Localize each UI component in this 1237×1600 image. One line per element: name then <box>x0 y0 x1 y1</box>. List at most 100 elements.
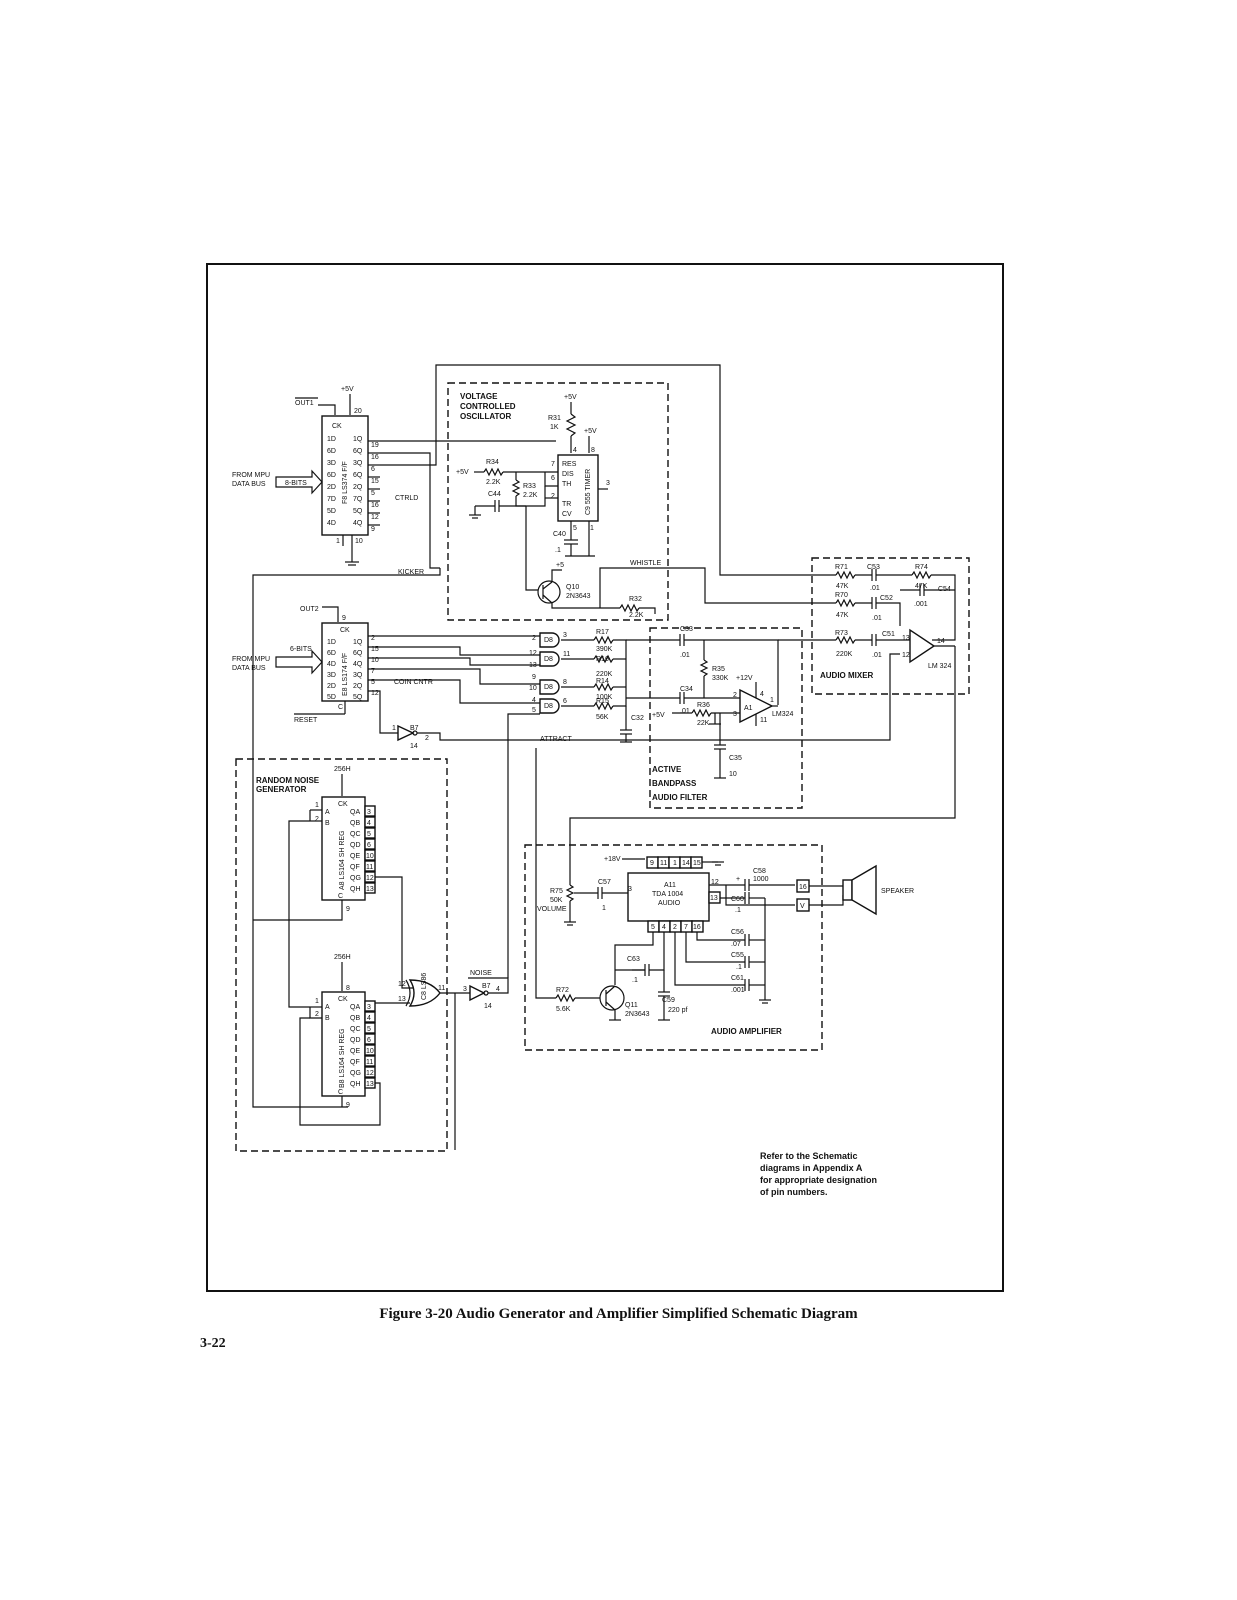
vco-pin-label: TH <box>562 481 571 488</box>
latch-f8-out-pin: 16 <box>371 454 379 461</box>
c52b-value: .001 <box>914 601 928 608</box>
reg-a8-in-pin: 2 <box>315 816 319 823</box>
latch-f8-gnd-pin: 1 <box>336 538 340 545</box>
bandpass-box <box>649 627 803 809</box>
vco-pin-label: DIS <box>562 471 574 478</box>
mixing-resistors: R17 390K R16 220K R14 100K R15 56K C32 <box>561 629 644 743</box>
c57-value: 1 <box>602 905 606 912</box>
r75-volume: VOLUME <box>537 906 567 913</box>
c58-label: C58 <box>753 868 766 875</box>
latch-f8-d-pin: 5D <box>327 508 336 515</box>
mixer-pin: 13 <box>902 635 910 642</box>
reg-a8-pin-clr: 9 <box>346 906 350 913</box>
latch-e8-d-pin: 5D <box>327 694 336 701</box>
reg-a8-q: QF <box>350 864 360 871</box>
r16-value: 220K <box>596 671 613 678</box>
nand-pin: 8 <box>563 679 567 686</box>
c59-label: C59 <box>662 997 675 1004</box>
xor-pin: 13 <box>398 996 406 1003</box>
c51-value: .01 <box>872 652 882 659</box>
mixer-box <box>811 557 970 695</box>
bandpass-pin: 11 <box>760 717 767 724</box>
c51-label: C51 <box>882 631 895 638</box>
nand-pin: 6 <box>563 698 567 705</box>
noise-inverter-pin: 3 <box>463 986 467 993</box>
latch-f8-ctrld: CTRLD <box>395 495 418 502</box>
reg-a8-out-pin: 5 <box>367 831 371 838</box>
r35-value: 330K <box>712 675 729 682</box>
vco-r32-value: 2.2K <box>629 612 644 619</box>
latch-e8-part: E8 LS174 F/F <box>342 653 349 696</box>
attract-label: ATTRACT <box>540 736 572 743</box>
reg-a8-input: A <box>325 809 330 816</box>
reg-b8-q: QE <box>350 1048 360 1055</box>
mixer-pin: 14 <box>937 638 945 645</box>
c53-value: .01 <box>870 585 880 592</box>
vco-whistle: WHISTLE <box>630 560 661 567</box>
r17-value: 390K <box>596 646 613 653</box>
mixer-pin: 12 <box>902 652 910 659</box>
nand-pin: 10 <box>529 685 537 692</box>
reg-a8-q: QE <box>350 853 360 860</box>
c55-value: .1 <box>736 964 742 971</box>
vco-r34-label: R34 <box>486 459 499 466</box>
r35-label: R35 <box>712 666 725 673</box>
r15-value: 56K <box>596 714 609 721</box>
r73-label: R73 <box>835 630 848 637</box>
amp-title: AUDIO AMPLIFIER <box>711 1027 782 1036</box>
vco-box <box>447 382 669 621</box>
vco-r33-label: R33 <box>523 483 536 490</box>
vco-r32-label: R32 <box>629 596 642 603</box>
vco-pin-num: 4 <box>573 447 577 454</box>
latch-f8-d-pin: 3D <box>327 460 336 467</box>
reg-b8-q: QF <box>350 1059 360 1066</box>
nand-gate-label: D8 <box>544 637 553 644</box>
r72-label: R72 <box>556 987 569 994</box>
reg-b8-out-pin: 11 <box>366 1059 373 1066</box>
noise-title-1: RANDOM NOISE <box>256 776 320 785</box>
latch-f8-input-label-2: DATA BUS <box>232 481 266 488</box>
latch-e8-reset: RESET <box>294 717 318 724</box>
reg-a8-q: QC <box>350 831 361 838</box>
reg-b8-q: QA <box>350 1004 360 1011</box>
amp-pin: 2 <box>673 924 677 931</box>
latch-e8-input-label-1: FROM MPU <box>232 656 270 663</box>
latch-f8-part: F8 LS374 F/F <box>342 461 349 504</box>
note-line: for appropriate designation <box>760 1175 877 1185</box>
xor-pin: 12 <box>398 981 406 988</box>
reg-b8-pin-ck: 8 <box>346 985 350 992</box>
latch-e8-out-pin: 12 <box>371 690 379 697</box>
reg-a8-q: QB <box>350 820 360 827</box>
latch-e8-out-pin: 10 <box>371 657 379 664</box>
reg-b8-q: QG <box>350 1070 361 1077</box>
latch-e8-q-pin: 1Q <box>353 639 363 646</box>
bandpass-pin: 1 <box>770 697 774 704</box>
vco: VOLTAGE CONTROLLED OSCILLATOR +5V R31 1K… <box>456 392 812 619</box>
latch-e8-coin: COIN CNTR <box>394 679 433 686</box>
c59-value: 220 pf <box>668 1007 688 1014</box>
amp-top-pin: 11 <box>660 860 667 867</box>
vco-c44-label: C44 <box>488 491 501 498</box>
noise-inverter-pin: 14 <box>484 1003 492 1010</box>
amp-top-pin: 14 <box>682 860 690 867</box>
c63-label: C63 <box>627 956 640 963</box>
reg-a8-clr: C <box>338 893 343 900</box>
latch-f8-bus: 8-BITS <box>285 480 307 487</box>
c60-value: .1 <box>735 907 741 914</box>
vco-pin-num: 6 <box>551 475 555 482</box>
latch-e8-d-pin: 3D <box>327 672 336 679</box>
latch-e8-ck: CK <box>340 627 350 634</box>
latch-f8-out-pin: 9 <box>371 526 375 533</box>
latch-e8-pin-ck: 9 <box>342 615 346 622</box>
nand-pin: 4 <box>532 697 536 704</box>
nand-gates: D8 D8 D8 D8 2 3 12 11 13 9 8 10 4 6 5 <box>529 632 570 714</box>
vco-pin-num: 8 <box>591 447 595 454</box>
latch-f8-q-pin: 6Q <box>353 448 363 455</box>
reg-b8-in-pin: 1 <box>315 998 319 1005</box>
vco-pin-num: 1 <box>590 525 594 532</box>
reg-b8-out-pin: 6 <box>367 1037 371 1044</box>
latch-f8-q-pin: 4Q <box>353 520 363 527</box>
latch-e8-out-pin: 15 <box>371 646 379 653</box>
vco-q10-value: 2N3643 <box>566 593 591 600</box>
latch-f8-vcc: +5V <box>341 386 354 393</box>
